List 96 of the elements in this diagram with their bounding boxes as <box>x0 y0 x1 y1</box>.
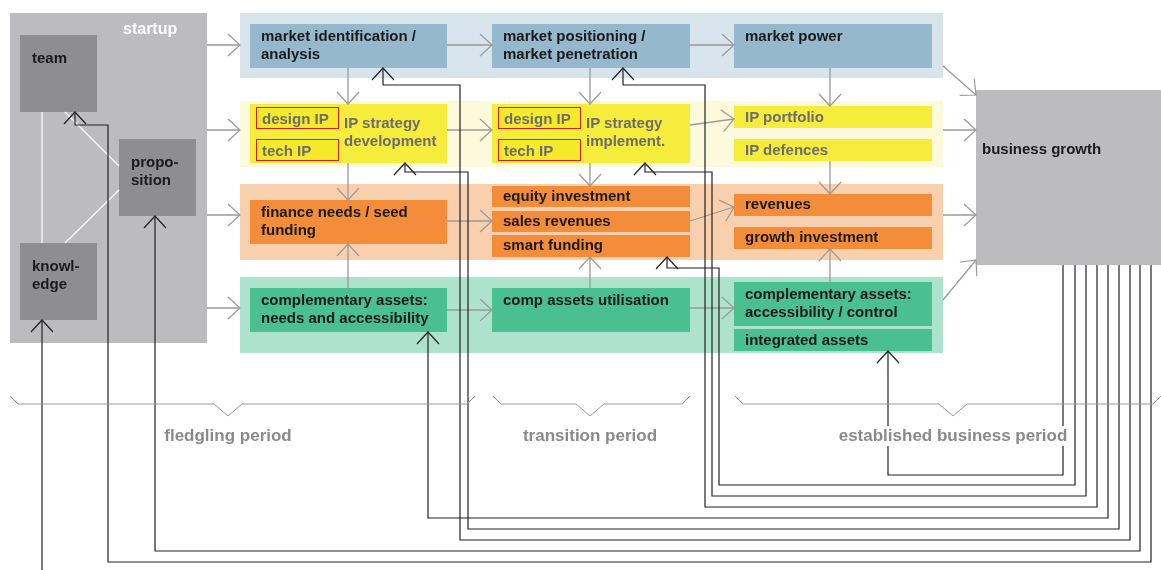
arrow <box>336 243 360 289</box>
arrow <box>818 160 842 195</box>
node-label: market power <box>745 27 844 45</box>
arrow <box>633 162 1087 497</box>
arrow <box>371 67 1131 541</box>
period-label: established business period <box>836 426 1070 446</box>
node-label: sales revenues <box>503 212 612 230</box>
arrow <box>689 199 735 222</box>
arrow <box>876 264 1064 476</box>
element-box <box>119 139 196 216</box>
node-label: finance needs / seed funding <box>261 203 409 239</box>
arrow <box>206 118 241 142</box>
arrow <box>30 319 54 570</box>
stage-band <box>240 101 943 167</box>
arrow <box>63 111 1152 563</box>
arrow <box>689 109 735 133</box>
node-label: market positioning / market penetration <box>503 27 647 63</box>
stage-box <box>492 288 690 332</box>
arrow <box>206 203 241 227</box>
arrow <box>446 118 493 142</box>
tag-box <box>256 139 339 161</box>
node-label: design IP <box>504 110 572 128</box>
stage-box <box>492 211 690 232</box>
stage-band <box>240 184 943 260</box>
stage-box <box>734 227 932 249</box>
element-box <box>20 243 97 320</box>
node-label: IP defences <box>745 141 830 159</box>
stage-box <box>734 329 932 351</box>
stage-box <box>734 24 932 68</box>
arrow <box>206 296 241 320</box>
arrow <box>206 33 241 57</box>
stage-box <box>734 194 932 216</box>
node-label: IP portfolio <box>745 108 825 126</box>
node-label: team <box>32 49 69 67</box>
node-label: complementary assets: accessibility / control <box>745 285 913 321</box>
arrow <box>446 298 493 322</box>
node-label: IP strategy development <box>344 114 438 150</box>
element-box <box>20 35 97 112</box>
arrow <box>942 65 977 96</box>
connector-line <box>64 189 120 244</box>
node-label: propo- sition <box>131 153 180 189</box>
outcome-box <box>976 90 1161 265</box>
arrow <box>942 259 978 301</box>
node-label: knowl- edge <box>32 257 81 293</box>
node-label: revenues <box>745 195 812 213</box>
arrow <box>578 67 602 105</box>
arrow <box>446 209 493 233</box>
stage-band <box>240 13 943 78</box>
period-label: fledgling period <box>162 426 294 446</box>
stage-box <box>734 139 932 161</box>
connector-line <box>64 111 120 167</box>
stage-box <box>492 235 690 257</box>
node-label: smart funding <box>503 236 604 254</box>
arrow <box>818 248 842 283</box>
arrow <box>942 203 977 227</box>
arrow <box>578 256 602 289</box>
node-label: complementary assets: needs and accessibility <box>261 291 430 327</box>
arrow <box>578 162 602 187</box>
node-label: design IP <box>262 110 330 128</box>
arrow <box>655 256 1076 486</box>
arrow <box>336 67 360 105</box>
stage-box <box>250 24 447 68</box>
arrow <box>446 33 493 57</box>
stage-box <box>492 24 690 68</box>
arrow <box>689 296 735 320</box>
arrow <box>942 118 977 142</box>
arrow <box>416 264 1109 519</box>
tag-box <box>498 107 581 129</box>
tag-box <box>256 107 339 129</box>
node-label: business growth <box>982 140 1102 158</box>
node-label: tech IP <box>262 142 313 160</box>
node-label: growth investment <box>745 228 880 246</box>
arrow <box>336 162 360 201</box>
panel-title: startup <box>123 20 179 38</box>
stage-box <box>250 104 447 163</box>
stage-box <box>250 200 447 244</box>
node-label: IP strategy implement. <box>586 114 667 150</box>
stage-box <box>734 282 932 326</box>
node-label: comp assets utilisation <box>503 291 670 309</box>
node-label: integrated assets <box>745 331 870 349</box>
node-label: tech IP <box>504 142 555 160</box>
stage-box <box>734 106 932 128</box>
connector-line <box>41 111 43 244</box>
node-label: equity investment <box>503 187 632 205</box>
arrow <box>393 162 1120 530</box>
tag-box <box>498 139 581 161</box>
arrow <box>689 33 735 57</box>
stage-box <box>250 288 447 332</box>
arrow <box>818 67 842 107</box>
arrow <box>143 215 1141 552</box>
stage-band <box>240 277 943 353</box>
node-label: market identification / analysis <box>261 27 418 63</box>
startup-panel <box>10 13 207 343</box>
arrow <box>611 67 1098 508</box>
stage-box <box>492 104 690 163</box>
stage-box <box>492 186 690 207</box>
